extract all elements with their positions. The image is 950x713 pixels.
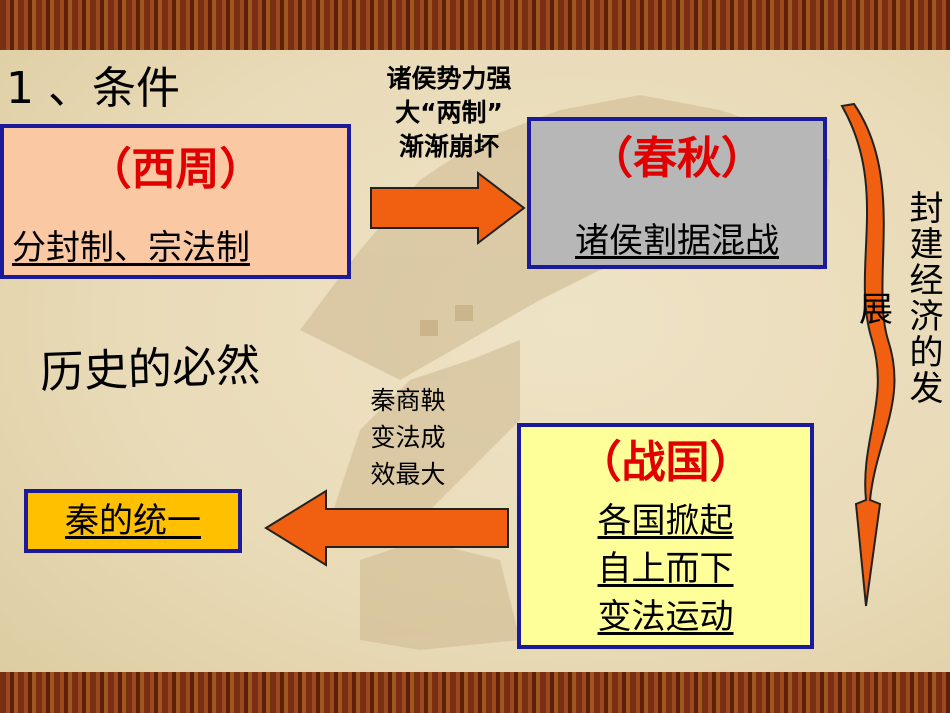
right-arrow (370, 170, 526, 246)
decorative-top-border (0, 0, 950, 50)
spring-autumn-title: （春秋） (589, 133, 765, 184)
annotation-line: 渐渐崩坏 (398, 132, 499, 161)
warring-states-title: （战国） (577, 437, 754, 488)
arrow-top-annotation: 诸侯势力强 大“两制” 渐渐崩坏 (364, 62, 534, 164)
warring-states-line: 自上而下 (597, 549, 734, 589)
curved-down-arrow (840, 102, 896, 607)
economy-development-tail-char: 展 (859, 290, 893, 330)
warring-states-line: 变法运动 (597, 597, 734, 637)
arrow-bottom-annotation: 秦商鞅 变法成 效最大 (348, 382, 468, 493)
spring-autumn-box: （春秋） 诸侯割据混战 (527, 117, 827, 269)
warring-states-lines: 各国掀起 自上而下 变法运动 (521, 497, 810, 641)
annotation-line: 诸侯势力强 (386, 64, 512, 93)
qin-unification-box: 秦的统一 (24, 489, 242, 553)
annotation-line: 效最大 (370, 460, 446, 489)
section-heading: 1 、条件 (6, 63, 180, 114)
annotation-line: 大“两制” (395, 98, 503, 127)
economy-development-vertical-text: 封建经济的发 (903, 190, 943, 406)
annotation-line: 秦商鞅 (370, 386, 446, 415)
annotation-line: 变法成 (370, 423, 446, 452)
warring-states-line: 各国掀起 (597, 501, 734, 541)
warring-states-box: （战国） 各国掀起 自上而下 变法运动 (517, 423, 814, 649)
western-zhou-title: （西周） (87, 144, 264, 195)
decorative-bottom-border (0, 672, 950, 713)
western-zhou-system: 分封制、宗法制 (12, 228, 250, 268)
spring-autumn-description: 诸侯割据混战 (575, 221, 779, 261)
qin-unification-label: 秦的统一 (65, 501, 201, 541)
left-arrow (264, 489, 509, 567)
western-zhou-box: （西周） 分封制、宗法制 (0, 124, 351, 279)
historical-inevitability-handwriting: 历史的必然 (39, 340, 261, 399)
